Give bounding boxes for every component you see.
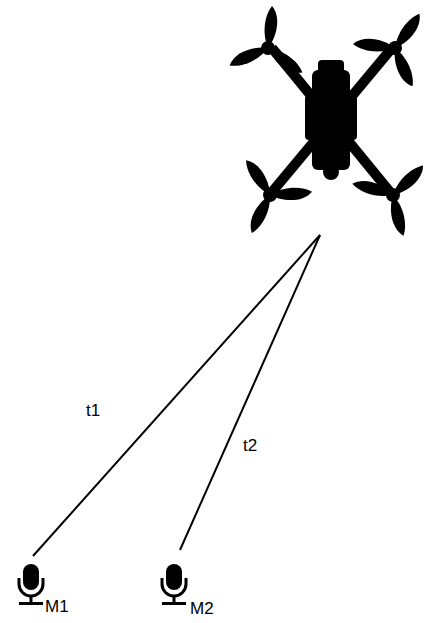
time-label: t2	[243, 437, 257, 454]
microphone-symbol	[19, 564, 43, 605]
microphone-label: M1	[45, 598, 69, 615]
microphone-symbol	[162, 564, 186, 605]
sound-path	[180, 235, 320, 550]
time-label: t1	[86, 402, 100, 419]
microphone-label: M2	[190, 600, 214, 617]
sound-path	[33, 235, 320, 556]
drone-body	[220, 0, 437, 248]
